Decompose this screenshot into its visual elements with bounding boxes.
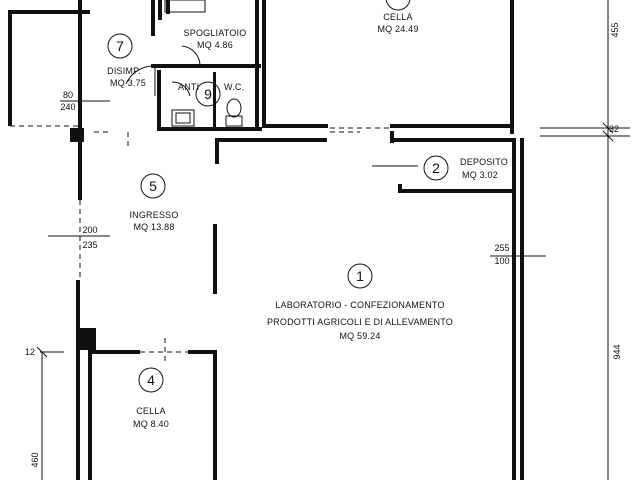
marker-ingresso bbox=[140, 173, 166, 199]
bench-icon bbox=[164, 0, 206, 13]
wall-spogliatoio-right bbox=[255, 0, 259, 128]
marker-deposito bbox=[423, 155, 449, 181]
wall-cella4-left bbox=[88, 350, 92, 480]
wall-cella4-top-b bbox=[188, 350, 216, 354]
wall-right-outer bbox=[520, 138, 524, 480]
label-laboratorio-line1: LABORATORIO - CONFEZIONAMENTO bbox=[275, 300, 444, 310]
dim-944: 944 bbox=[612, 344, 622, 359]
wall-spogliatoio-bottom bbox=[151, 64, 261, 68]
section-lines bbox=[40, 100, 546, 362]
partition-ingresso bbox=[213, 224, 217, 294]
dim-80: 80 bbox=[63, 90, 73, 100]
number-ingresso: 5 bbox=[149, 178, 157, 194]
label-spogliatoio: SPOGLIATOIO bbox=[184, 28, 247, 38]
wall-cella-left bbox=[262, 0, 266, 128]
dim-255: 255 bbox=[494, 243, 509, 253]
label-disimp: DISIMP. bbox=[107, 66, 141, 76]
pillar-mid bbox=[80, 328, 96, 350]
fixtures bbox=[125, 0, 243, 127]
dim-slash-left bbox=[36, 346, 48, 358]
dim-slash-a bbox=[602, 122, 614, 134]
wall-anti-left bbox=[157, 70, 161, 130]
label-cella-bottom: CELLA bbox=[136, 406, 166, 416]
marker-cella-bottom bbox=[138, 367, 164, 393]
wall-spogliatoio-left bbox=[151, 0, 155, 36]
room-markers: 7 9 2 5 1 4 bbox=[107, 0, 449, 393]
dim-32: 32 bbox=[609, 124, 619, 134]
wall-deposito-stub bbox=[390, 131, 394, 143]
area-ingresso: MQ 13.88 bbox=[133, 222, 174, 232]
toilet-tank bbox=[225, 115, 243, 127]
wall-ingresso-left-b bbox=[76, 280, 80, 480]
area-deposito: MQ 3.02 bbox=[462, 170, 498, 180]
area-cella-bottom: MQ 8.40 bbox=[133, 419, 169, 429]
toilet-icon bbox=[226, 98, 242, 118]
number-anti: 9 bbox=[204, 86, 212, 102]
wall-ingresso-left-a bbox=[78, 130, 82, 200]
dim-455: 455 bbox=[610, 22, 620, 37]
wall-right-inner bbox=[512, 138, 516, 480]
marker-laboratorio bbox=[347, 263, 373, 289]
dim-240: 240 bbox=[60, 102, 75, 112]
wall-deposito-stub2 bbox=[398, 184, 402, 193]
pillar-top bbox=[70, 128, 84, 142]
wall-cella4-top-a bbox=[90, 350, 140, 354]
wall-spogliatoio-inner bbox=[158, 0, 162, 20]
wall-lab-stub bbox=[215, 138, 219, 164]
label-deposito: DEPOSITO bbox=[460, 157, 508, 167]
dim-slash-b bbox=[602, 130, 614, 142]
label-ingresso: INGRESSO bbox=[129, 210, 178, 220]
dim-12: 12 bbox=[25, 347, 35, 357]
number-disimp: 7 bbox=[116, 38, 124, 54]
sink-basin bbox=[175, 112, 191, 124]
walls bbox=[8, 0, 524, 480]
number-cella-bottom: 4 bbox=[147, 372, 155, 388]
dim-100: 100 bbox=[494, 256, 509, 266]
label-laboratorio-line2: PRODOTTI AGRICOLI E DI ALLEVAMENTO bbox=[267, 317, 453, 327]
wall-top-left bbox=[8, 10, 90, 14]
dimension-labels: 455 32 944 80 240 200 235 255 100 12 460 bbox=[25, 22, 622, 467]
marker-cella-top bbox=[385, 0, 411, 11]
dim-460: 460 bbox=[30, 452, 40, 467]
wall-left-upper bbox=[8, 10, 12, 126]
dimension-chain-left bbox=[36, 346, 48, 480]
marker-disimp bbox=[107, 33, 133, 59]
label-cella-top: CELLA bbox=[383, 12, 413, 22]
wall-anti-bottom bbox=[157, 127, 262, 131]
wall-cella-right bbox=[510, 0, 514, 134]
area-disimp: MQ 3.75 bbox=[110, 78, 146, 88]
number-laboratorio: 1 bbox=[356, 268, 364, 284]
dim-235: 235 bbox=[82, 240, 97, 250]
area-cella-top: MQ 24.49 bbox=[377, 24, 418, 34]
wall-anti-wc bbox=[213, 72, 216, 130]
wall-cella4-right bbox=[213, 350, 217, 480]
label-wc: W.C. bbox=[224, 82, 244, 92]
door-swing-disimp bbox=[125, 65, 153, 85]
marker-anti bbox=[195, 81, 221, 107]
wall-deposito-bottom bbox=[398, 189, 514, 193]
sink-icon bbox=[171, 109, 195, 127]
area-spogliatoio: MQ 4.86 bbox=[197, 40, 233, 50]
wall-cella-bottom-a bbox=[262, 124, 328, 128]
wall-lab-top-a bbox=[215, 138, 327, 142]
wall-stub bbox=[166, 0, 170, 14]
door-swing-anti bbox=[171, 81, 191, 97]
number-deposito: 2 bbox=[432, 160, 440, 176]
wall-deposito-top bbox=[392, 138, 514, 142]
dim-200: 200 bbox=[82, 225, 97, 235]
wall-cella-bottom-b bbox=[390, 124, 510, 128]
room-labels: CELLA MQ 24.49 SPOGLIATOIO MQ 4.86 DISIM… bbox=[107, 12, 508, 429]
door-swing-spogliatoio bbox=[181, 45, 201, 67]
area-laboratorio: MQ 59.24 bbox=[339, 331, 380, 341]
dimension-chain-right bbox=[540, 0, 630, 480]
label-anti: ANTI bbox=[178, 82, 199, 92]
wall-disimp-left bbox=[78, 0, 82, 128]
